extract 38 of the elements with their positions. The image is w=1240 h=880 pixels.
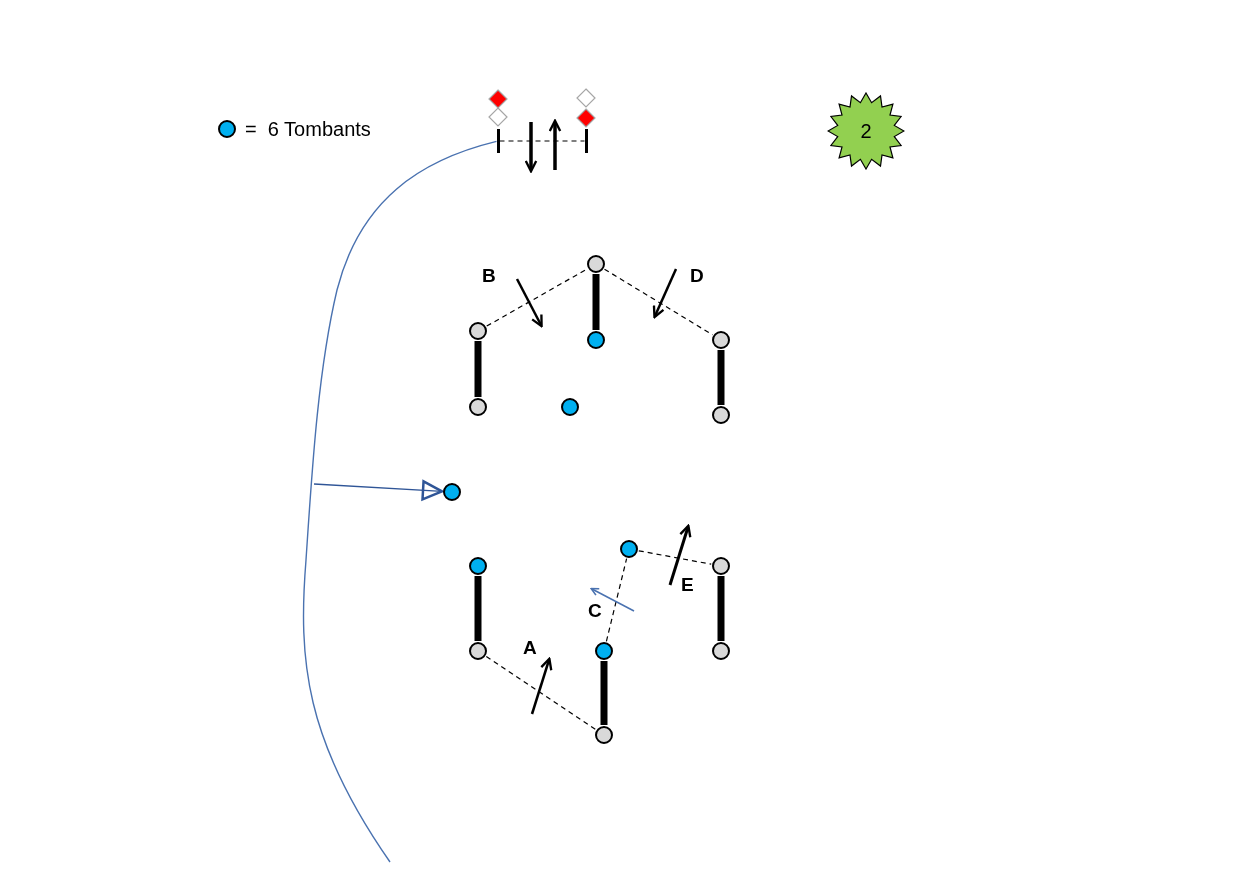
gate-bar [474, 341, 482, 397]
dashed-line [638, 550, 712, 565]
gate-bar [600, 661, 608, 725]
pole-marker [587, 255, 605, 273]
gate-bar [474, 576, 482, 641]
gate-bar [717, 350, 725, 405]
trajectory-line [302, 140, 498, 863]
gate-bar [717, 576, 725, 641]
start-pole [584, 129, 588, 153]
path-label: D [690, 266, 704, 286]
dashed-line [485, 655, 597, 731]
pole-marker [712, 406, 730, 424]
legend-text: = 6 Tombants [245, 117, 371, 141]
pole-marker [712, 557, 730, 575]
pole-marker [469, 398, 487, 416]
starburst-badge [827, 92, 905, 170]
arrow [313, 480, 444, 501]
pole-marker [561, 398, 579, 416]
path-label: C [588, 601, 602, 621]
badge-number: 2 [859, 121, 873, 141]
pole-marker [620, 540, 638, 558]
pole-marker [469, 642, 487, 660]
pole-marker [587, 331, 605, 349]
gate-bar [592, 274, 600, 330]
pole-marker [712, 642, 730, 660]
pole-marker [712, 331, 730, 349]
start-pole [496, 129, 500, 153]
pole-marker [469, 322, 487, 340]
dashed-line [486, 268, 588, 327]
pole-marker [595, 726, 613, 744]
pole-marker [595, 642, 613, 660]
path-label: A [523, 638, 537, 658]
dashed-line [605, 558, 628, 642]
path-label: E [681, 575, 694, 595]
dashed-line [498, 140, 586, 142]
pole-marker [469, 557, 487, 575]
pole-marker [443, 483, 461, 501]
path-label: B [482, 266, 496, 286]
